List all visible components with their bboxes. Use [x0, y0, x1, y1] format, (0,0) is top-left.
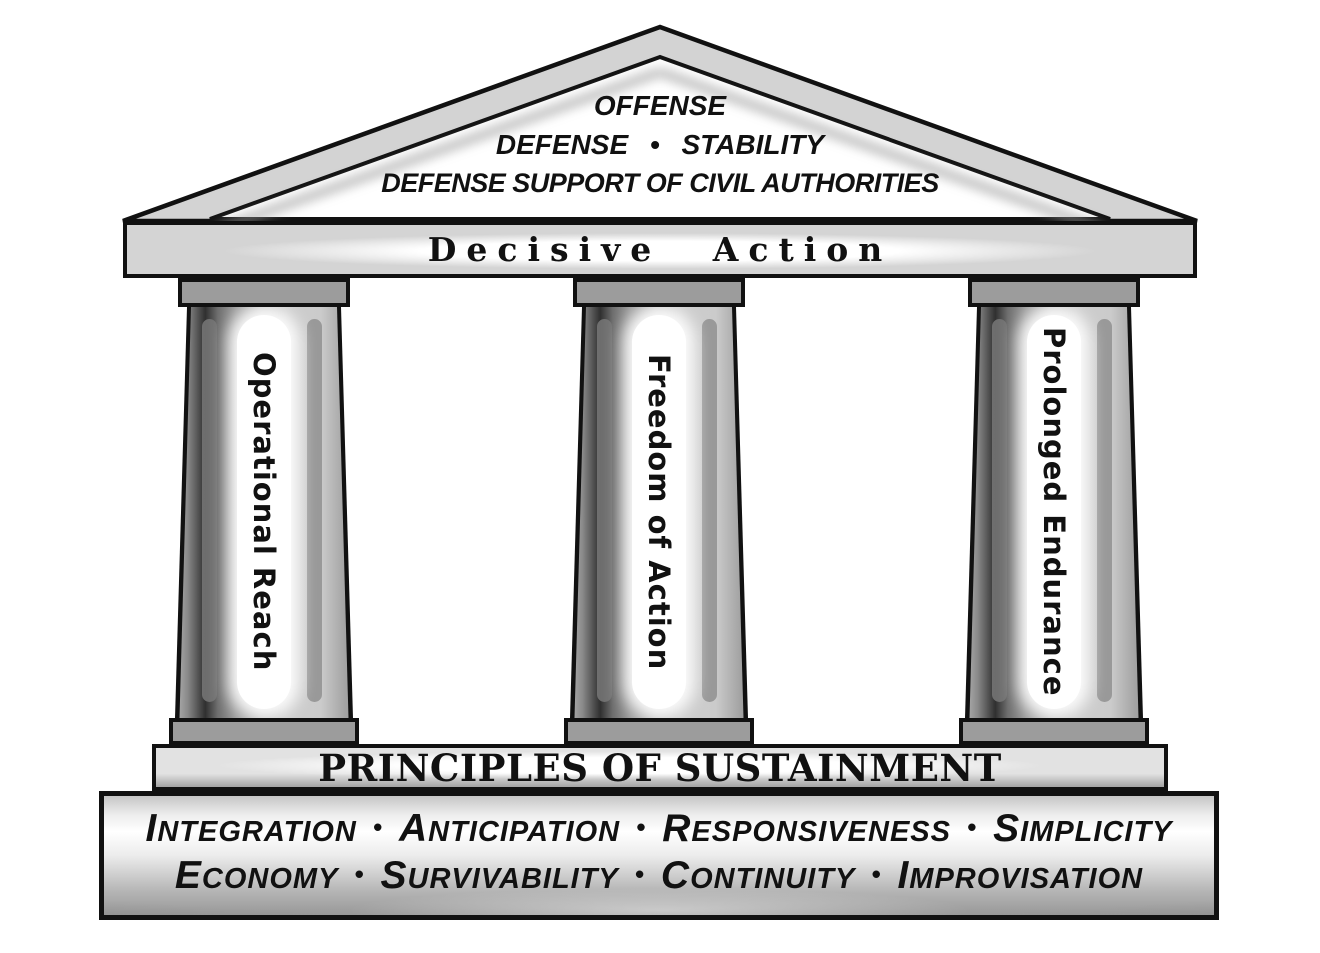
decisive-action-band: Decisive Action	[123, 221, 1197, 278]
bullet-separator: •	[354, 858, 365, 889]
pediment-line-defense-stability: DEFENSE • STABILITY	[495, 129, 825, 160]
pillar-shaft-fill: Freedom of Action	[570, 307, 748, 718]
principle-word: SURVIVABILITY	[380, 853, 619, 897]
principles-of-sustainment-band: PRINCIPLES OF SUSTAINMENT	[152, 744, 1168, 791]
principle-word: IMPROVISATION	[897, 853, 1144, 897]
principle-word: ECONOMY	[174, 853, 339, 897]
principle-word: RESPONSIVENESS	[662, 806, 951, 850]
principles-of-sustainment-label: PRINCIPLES OF SUSTAINMENT	[318, 745, 1002, 790]
principle-word: SIMPLICITY	[993, 806, 1173, 850]
pillar-flute	[597, 319, 612, 702]
principle-word: INTEGRATION	[145, 806, 357, 850]
pediment-line-offense: OFFENSE	[593, 90, 727, 121]
bullet-separator: •	[372, 811, 383, 842]
pillar-base	[959, 718, 1149, 745]
pillar-shaft-fill: Operational Reach	[175, 307, 353, 718]
decisive-action-label: Decisive Action	[427, 230, 893, 269]
principle-word: CONTINUITY	[660, 853, 856, 897]
pillar-freedom-of-action: Freedom of Action	[564, 278, 754, 745]
pillar-shaft: Operational Reach	[175, 307, 353, 718]
pillar-flute	[1097, 319, 1112, 702]
pillar-capital	[573, 278, 745, 307]
principles-line-2: ECONOMY • SURVIVABILITY • CONTINUITY • IMPROVI…	[175, 856, 1143, 903]
pillar-base	[564, 718, 754, 745]
pillar-flute	[202, 319, 217, 702]
bullet-separator: •	[967, 811, 978, 842]
pillar-shaft-fill: Prolonged Endurance	[965, 307, 1143, 718]
pillar-label-stripe: Prolonged Endurance	[1027, 315, 1081, 709]
pillar-label-stripe: Operational Reach	[237, 315, 291, 709]
bullet-separator: •	[636, 811, 647, 842]
pillar-flute	[702, 319, 717, 702]
pillar-label: Prolonged Endurance	[1037, 327, 1071, 697]
pillar-flute	[307, 319, 322, 702]
pillar-label: Operational Reach	[247, 352, 281, 672]
pillar-capital	[968, 278, 1140, 307]
pillar-prolonged-endurance: Prolonged Endurance	[959, 278, 1149, 745]
pillar-shaft: Prolonged Endurance	[965, 307, 1143, 718]
pillar-flute	[992, 319, 1007, 702]
sustainment-principles-base: INTEGRATION • ANTICIPATION • RESPONSIVENESS •…	[99, 791, 1219, 920]
pediment-line-dsca: DEFENSE SUPPORT OF CIVIL AUTHORITIES	[381, 168, 939, 198]
pillar-operational-reach: Operational Reach	[169, 278, 359, 745]
principle-word: ANTICIPATION	[398, 806, 621, 850]
pillar-shaft: Freedom of Action	[570, 307, 748, 718]
pillar-label-stripe: Freedom of Action	[632, 315, 686, 709]
band-glow	[222, 232, 1098, 270]
principles-line-1: INTEGRATION • ANTICIPATION • RESPONSIVENESS •…	[145, 809, 1172, 856]
pillar-label: Freedom of Action	[642, 353, 676, 671]
pillar-capital	[178, 278, 350, 307]
bullet-separator: •	[871, 858, 882, 889]
pillar-base	[169, 718, 359, 745]
bullet-separator: •	[634, 858, 645, 889]
